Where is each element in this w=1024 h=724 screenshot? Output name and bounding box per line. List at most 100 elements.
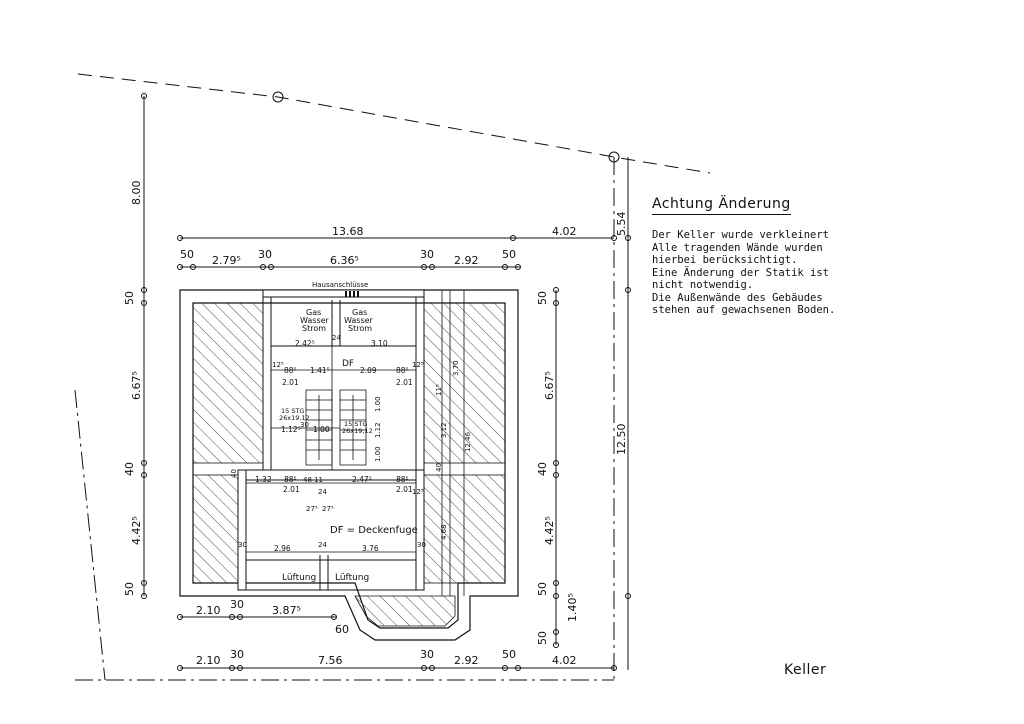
label-df-legend: DF = Deckenfuge — [330, 525, 418, 536]
dim-left-442: 4.42⁵ — [130, 516, 143, 545]
dim-inner-370: 3.70 — [452, 360, 460, 376]
dim-inner-201b: 2.01 — [396, 378, 413, 387]
dim-inner-376: 3.76 — [362, 544, 379, 553]
dim-left-667: 6.67⁵ — [130, 371, 143, 400]
dim-right-50c: 50 — [536, 631, 549, 645]
notice-line: nicht notwendig. — [652, 279, 754, 291]
dim-bot2-292: 2.92 — [454, 654, 479, 667]
dim-bot1-387: 3.87⁵ — [272, 604, 301, 617]
dim-top-w4: 6.36⁵ — [330, 254, 359, 267]
label-util-left-3: Strom — [302, 324, 326, 333]
dim-right-554: 5.54 — [615, 212, 628, 237]
dim-right-50a: 50 — [536, 291, 549, 305]
dim-inner-27a: 27⁵ — [306, 505, 318, 513]
notice-line: Alle tragenden Wände wurden — [652, 241, 823, 254]
dim-top-overall: 13.68 — [332, 225, 364, 238]
label-util-right-2: Wasser — [344, 316, 374, 325]
dim-bot1-30: 30 — [230, 598, 244, 611]
dim-inner-40b: 40 — [230, 469, 238, 478]
dim-inner-201a: 2.01 — [282, 378, 299, 387]
dim-inner-88b: 88⁵ — [396, 366, 409, 375]
dim-left-top: 8.00 — [130, 181, 143, 206]
notice-line: Die Außenwände des Gebäudes — [652, 291, 823, 304]
dim-inner-11b: 11 — [314, 476, 323, 484]
dim-inner-11: 11⁵ — [435, 384, 443, 396]
dim-inner-201d: 2.01 — [396, 485, 413, 494]
dim-inner-88a: 88⁵ — [284, 366, 297, 375]
dim-inner-312: 3.12 — [440, 422, 448, 438]
dim-inner-247: 2.47⁵ — [352, 475, 372, 484]
dim-bot1-210: 2.10 — [196, 604, 221, 617]
dim-left-40: 40 — [123, 462, 136, 476]
dim-inner-1246: 12.46 — [464, 431, 472, 452]
dim-right-442: 4.42⁵ — [543, 516, 556, 545]
dim-inner-100a: 1.00 — [313, 425, 330, 434]
dim-inner-310: 3.10 — [371, 339, 388, 348]
dim-top-w7: 50 — [502, 248, 516, 261]
dim-inner-468: 4.68 — [440, 524, 448, 540]
dim-top-w6: 2.92 — [454, 254, 479, 267]
dim-inner-132: 1.32 — [255, 475, 272, 484]
dim-inner-201c: 2.01 — [283, 485, 300, 494]
dim-right-40: 40 — [536, 462, 549, 476]
bottom-dimension-chain — [177, 614, 617, 671]
label-lueftung-left: Lüftung — [282, 573, 316, 583]
dim-bot2-756: 7.56 — [318, 654, 343, 667]
dim-right-50b: 50 — [536, 582, 549, 596]
label-stair-right-2: 26x19,12 — [342, 427, 373, 435]
property-boundary — [74, 73, 711, 681]
dim-bot2-50: 50 — [502, 648, 516, 661]
dim-inner-141: 1.41⁵ — [310, 366, 330, 375]
dim-inner-88c: 88⁵ — [284, 475, 297, 484]
label-util-left-1: Gas — [306, 308, 321, 317]
label-stair-left-2: 26x19,12 — [279, 414, 310, 422]
sheet-label: Keller — [784, 662, 827, 678]
label-stair-left-1: 15 STG — [281, 407, 304, 415]
dim-top-right: 4.02 — [552, 225, 577, 238]
dim-bot2-210: 2.10 — [196, 654, 221, 667]
dim-inner-100c: 1.00 — [374, 446, 382, 462]
label-df: DF — [342, 359, 354, 369]
notice-title: Achtung Änderung — [652, 196, 791, 215]
dim-top-w2: 2.79⁵ — [212, 254, 241, 267]
label-hausanschluesse: Hausanschlüsse — [312, 281, 368, 289]
notice-line: Eine Änderung der Statik ist — [652, 266, 830, 279]
dim-inner-12c: 12⁵ — [412, 488, 424, 496]
dim-bot2-402: 4.02 — [552, 654, 577, 667]
dim-top-w5: 30 — [420, 248, 434, 261]
hatched-areas — [192, 302, 506, 627]
notice-line: hierbei berücksichtigt. — [652, 254, 798, 266]
dim-top-w3: 30 — [258, 248, 272, 261]
dim-bot2-30a: 30 — [230, 648, 244, 661]
dim-inner-30c: 30 — [417, 541, 426, 549]
dim-inner-112: 1.12⁵ — [281, 425, 301, 434]
dim-left-50a: 50 — [123, 291, 136, 305]
dim-inner-27b: 27⁵ — [322, 505, 334, 513]
dim-bot2-30b: 30 — [420, 648, 434, 661]
dim-inner-48: 48 — [303, 476, 312, 484]
dim-inner-100b: 1.00 — [374, 396, 382, 412]
dim-inner-112b: 1.12 — [374, 422, 382, 438]
dim-inner-30b: 30 — [238, 541, 247, 549]
interior-dimension-lines — [246, 290, 465, 596]
dim-left-50b: 50 — [123, 582, 136, 596]
dim-bot1-60: 60 — [335, 623, 349, 636]
dim-right-1250: 12.50 — [615, 424, 628, 456]
dim-right-140: 1.40⁵ — [566, 593, 579, 622]
label-stair-right-1: 15 STG — [344, 420, 367, 428]
change-notice: Achtung Änderung Der Keller wurde verkle… — [652, 193, 982, 317]
label-util-right-3: Strom — [348, 324, 372, 333]
dim-inner-12a: 12⁵ — [272, 361, 284, 369]
label-util-left-2: Wasser — [300, 316, 330, 325]
top-dimension-chain — [177, 235, 617, 270]
dim-inner-30a: 30 — [300, 421, 309, 429]
dim-inner-88d: 88⁵ — [396, 475, 409, 484]
right-dimension-chain — [553, 157, 631, 670]
house-connections-marker — [345, 291, 359, 297]
dim-inner-12b: 12⁵ — [412, 361, 424, 369]
dim-inner-296: 2.96 — [274, 544, 291, 553]
dim-inner-242: 2.42⁵ — [295, 339, 315, 348]
left-dimension-chain — [141, 93, 147, 599]
notice-line: Der Keller wurde verkleinert — [652, 229, 830, 241]
